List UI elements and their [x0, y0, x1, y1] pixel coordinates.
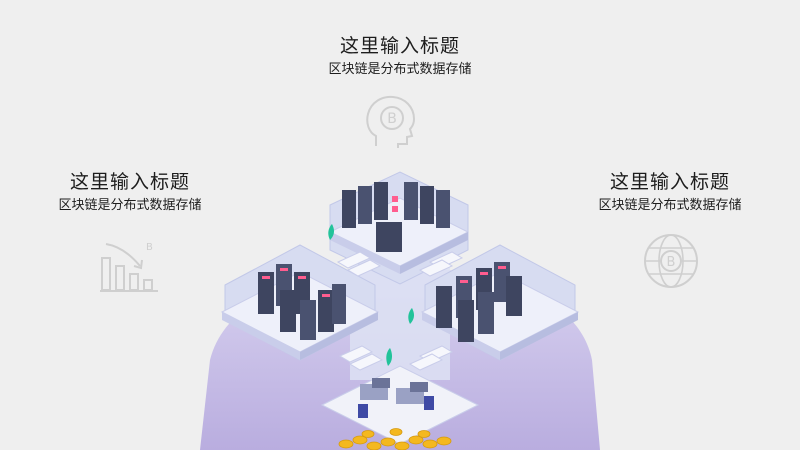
- right-subtitle: 区块链是分布式数据存储: [598, 198, 742, 213]
- right-text-block: 这里输入标题 区块链是分布式数据存储: [560, 170, 780, 216]
- svg-text:B: B: [146, 242, 153, 253]
- globe-bitcoin-icon: B: [644, 234, 698, 288]
- staircases: [336, 251, 464, 371]
- left-title: 这里输入标题: [69, 171, 190, 193]
- left-text-block: 这里输入标题 区块链是分布式数据存储: [20, 170, 240, 216]
- plants: [328, 224, 414, 366]
- svg-text:B: B: [387, 111, 397, 127]
- falling-bar-chart-icon: B: [100, 242, 158, 292]
- right-title: 这里输入标题: [609, 171, 730, 193]
- top-subtitle: 区块链是分布式数据存储: [328, 62, 472, 77]
- office-furniture: [358, 378, 434, 418]
- svg-text:B: B: [667, 255, 676, 270]
- left-subtitle: 区块链是分布式数据存储: [58, 198, 202, 213]
- left-server-racks: [258, 264, 346, 340]
- gold-coins: [338, 428, 452, 450]
- top-title: 这里输入标题: [339, 35, 460, 57]
- right-server-racks: [436, 262, 522, 342]
- head-bitcoin-icon: B: [366, 95, 416, 148]
- center-glass-column: [350, 240, 450, 380]
- top-text-block: 这里输入标题 区块链是分布式数据存储: [290, 34, 510, 80]
- top-server-racks: [342, 182, 450, 252]
